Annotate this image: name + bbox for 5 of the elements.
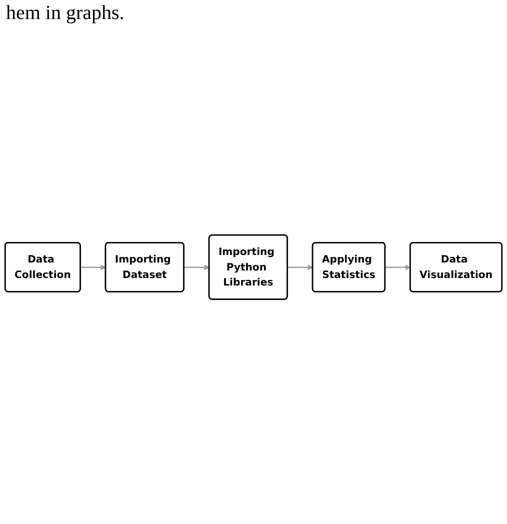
arrow (288, 264, 314, 270)
arrow (184, 264, 210, 270)
note-text: hem in graphs. (6, 2, 126, 25)
arrow (80, 264, 106, 270)
arrow (385, 264, 411, 270)
